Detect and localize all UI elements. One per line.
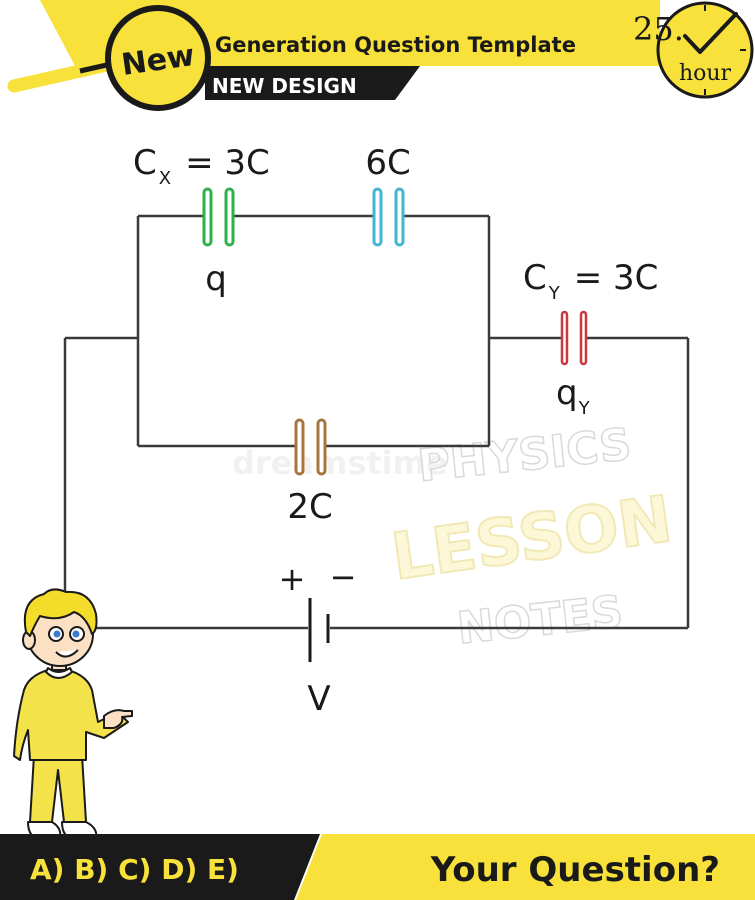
footer-yellow-band: [296, 834, 755, 900]
capacitor-cx: [202, 187, 235, 247]
clock-number: 25.: [633, 10, 684, 48]
header-subtitle: NEW DESIGN: [212, 74, 357, 98]
magnifier-icon: [7, 5, 211, 111]
watermark-line3: NOTES: [455, 586, 625, 654]
watermark-line1: PHYSICS: [416, 419, 634, 492]
battery-minus: −: [330, 558, 357, 596]
watermark-line2: LESSON: [387, 483, 676, 595]
header-title: Generation Question Template: [215, 33, 576, 57]
capacitor-6c: [372, 187, 405, 247]
capacitor-2c: [294, 418, 327, 476]
c6-label: 6C: [365, 143, 410, 183]
q-label: q: [205, 259, 227, 299]
header-black-band: [205, 66, 420, 100]
watermark-dreamstime: dreamstime: [232, 444, 448, 482]
wires: [63, 214, 690, 630]
boy-illustration: [13, 588, 133, 839]
header: New Generation Question Template NEW DES…: [7, 0, 754, 111]
your-question: Your Question?: [430, 850, 720, 890]
footer: A) B) C) D) E) Your Question?: [0, 834, 755, 900]
answer-options: A) B) C) D) E): [30, 853, 239, 886]
battery-icon: [308, 598, 330, 662]
qy-label: qY: [556, 373, 591, 419]
v-label: V: [307, 679, 330, 719]
battery-plus: +: [279, 560, 306, 598]
footer-black-band: [0, 834, 320, 900]
clock-icon: [656, 1, 754, 99]
c2-label: 2C: [287, 487, 332, 527]
capacitor-cy: [560, 310, 588, 366]
clock-unit: hour: [679, 61, 732, 86]
